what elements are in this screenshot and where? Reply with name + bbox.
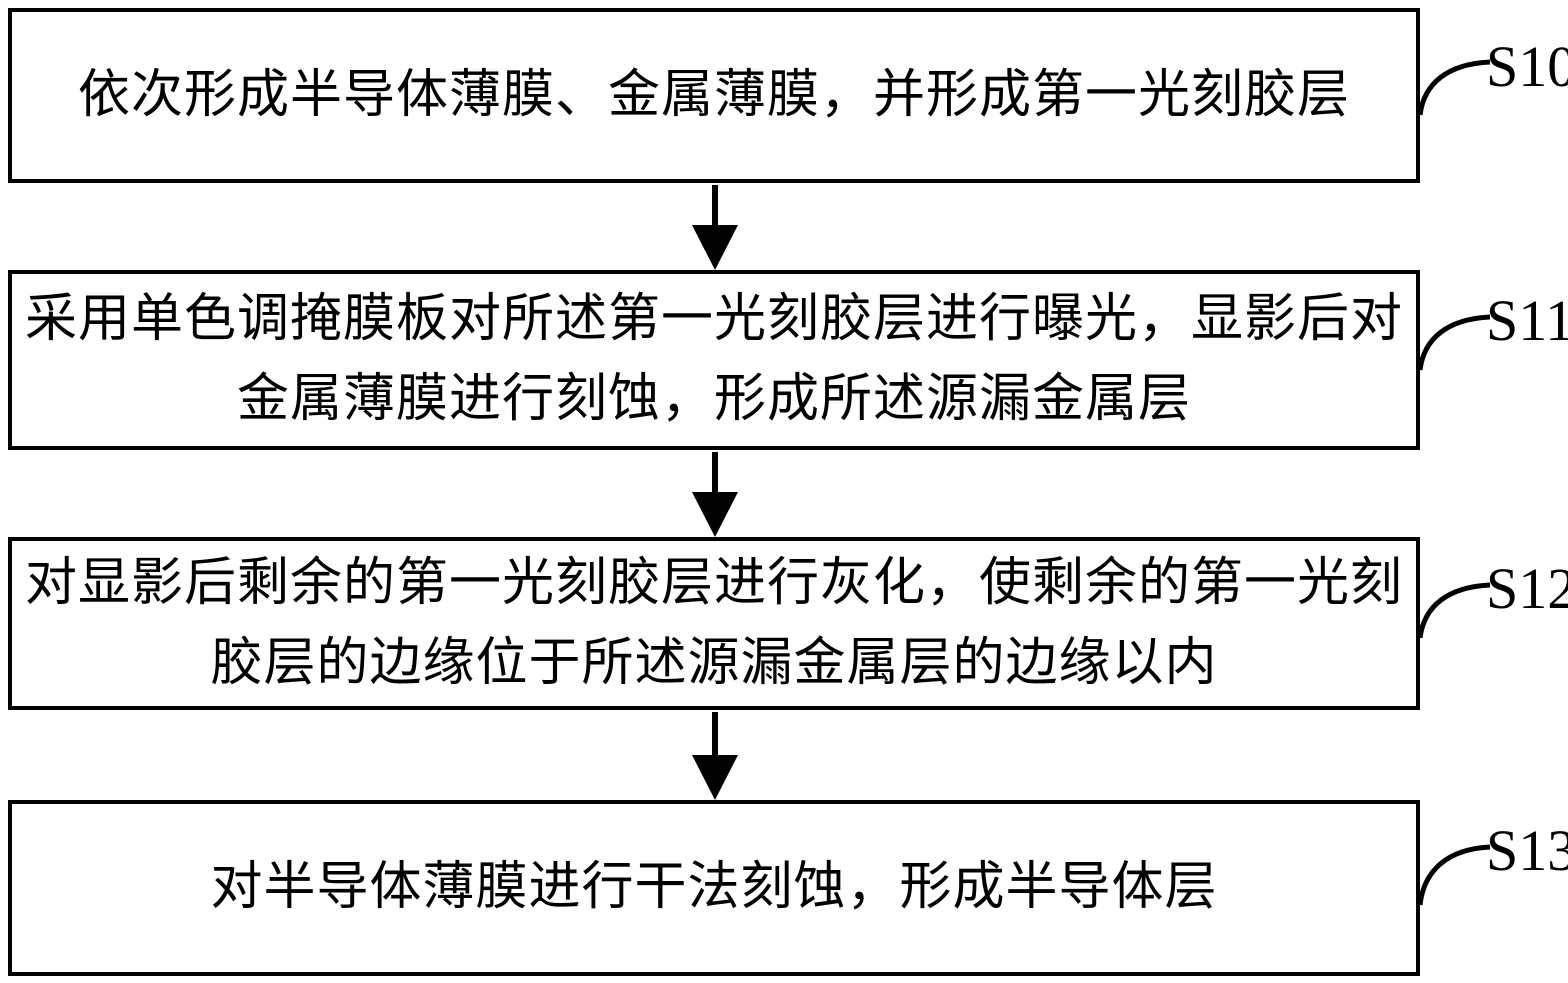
step-label-s13: S13 [1486, 818, 1568, 883]
step-label-s11: S11 [1486, 288, 1568, 353]
arrow-down-icon [692, 712, 738, 800]
leader-line-s12 [1417, 582, 1491, 639]
leader-line-s11 [1417, 314, 1491, 371]
step-text: 金属薄膜进行刻蚀，形成所述源漏金属层 [236, 371, 1191, 428]
arrow-down-icon [692, 452, 738, 537]
flow-step-box-s10: 依次形成半导体薄膜、金属薄膜，并形成第一光刻胶层 [8, 8, 1420, 183]
step-text: 对显影后剩余的第一光刻胶层进行灰化，使剩余的第一光刻 [24, 554, 1403, 612]
flow-step-box-s11: 采用单色调掩膜板对所述第一光刻胶层进行曝光，显影后对 金属薄膜进行刻蚀，形成所述… [8, 270, 1420, 450]
step-text: 胶层的边缘位于所述源漏金属层的边缘以内 [210, 634, 1218, 692]
leader-line-s10 [1417, 59, 1491, 116]
flow-step-box-s12: 对显影后剩余的第一光刻胶层进行灰化，使剩余的第一光刻 胶层的边缘位于所述源漏金属… [8, 537, 1420, 710]
step-label-s10: S10 [1486, 34, 1568, 99]
step-text: 采用单色调掩膜板对所述第一光刻胶层进行曝光，显影后对 [24, 291, 1403, 348]
flow-step-box-s13: 对半导体薄膜进行干法刻蚀，形成半导体层 [8, 800, 1420, 976]
arrow-down-icon [692, 185, 738, 270]
step-text: 依次形成半导体薄膜、金属薄膜，并形成第一光刻胶层 [77, 66, 1350, 124]
leader-line-s13 [1417, 844, 1491, 906]
step-text: 对半导体薄膜进行干法刻蚀，形成半导体层 [210, 859, 1218, 916]
step-label-s12: S12 [1486, 556, 1568, 621]
